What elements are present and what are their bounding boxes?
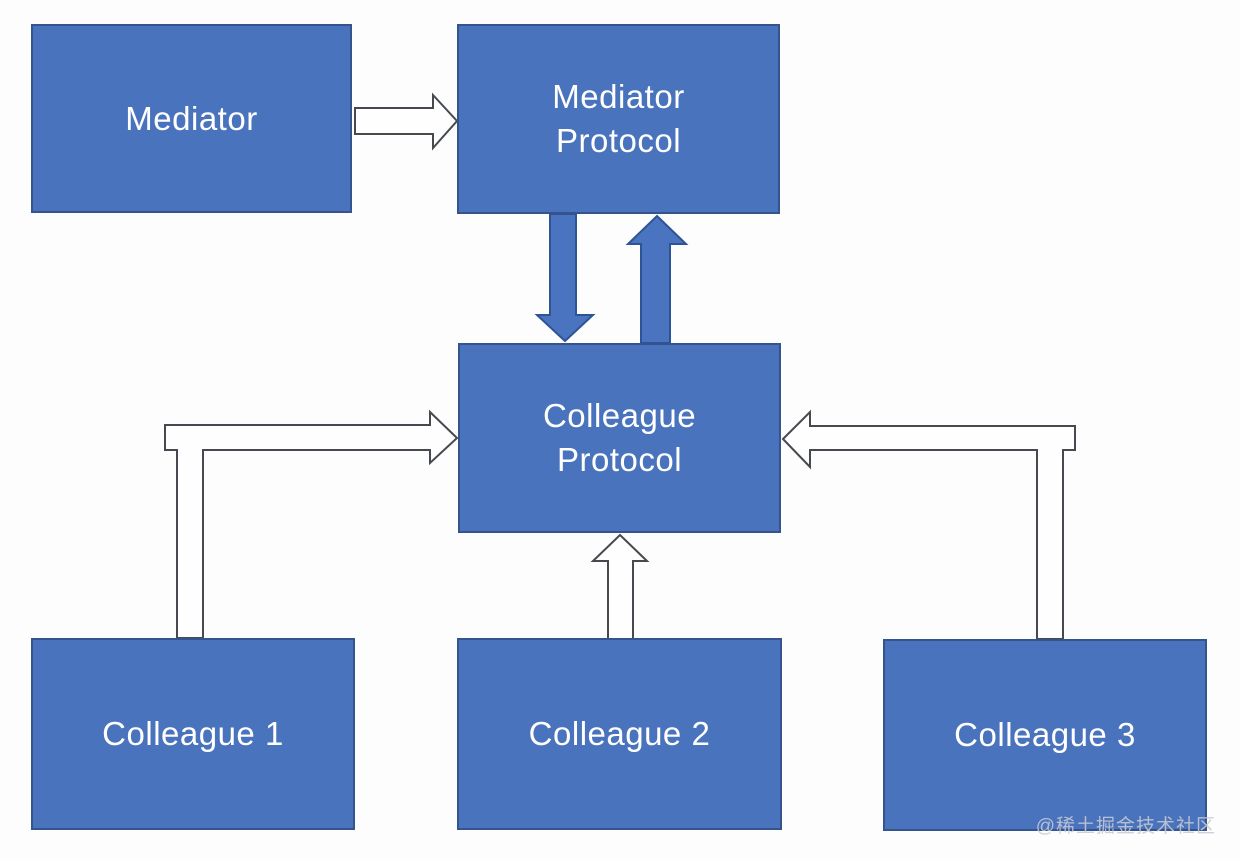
node-colleague-3: Colleague 3: [883, 639, 1207, 831]
node-colleague-2-label: Colleague 2: [528, 715, 711, 753]
node-colleague-2: Colleague 2: [457, 638, 782, 830]
node-colleague-protocol: Colleague Protocol: [458, 343, 781, 533]
arrow-colleague-protocol-to-mediator-protocol: [625, 214, 689, 344]
arrow-mediator-to-mediator-protocol: [354, 92, 459, 151]
node-colleague-3-label: Colleague 3: [954, 716, 1136, 754]
node-mediator: Mediator: [31, 24, 352, 213]
node-mediator-protocol-label: Mediator Protocol: [552, 78, 685, 159]
node-colleague-protocol-label: Colleague Protocol: [542, 397, 697, 478]
arrow-colleague-3-to-colleague-protocol: [781, 409, 1076, 640]
node-colleague-1: Colleague 1: [31, 638, 355, 830]
arrow-mediator-protocol-to-colleague-protocol: [534, 213, 596, 343]
arrow-colleague-2-to-colleague-protocol: [590, 533, 650, 641]
node-mediator-label: Mediator: [125, 99, 258, 137]
node-mediator-protocol: Mediator Protocol: [457, 24, 780, 214]
node-colleague-1-label: Colleague 1: [102, 715, 284, 753]
arrow-colleague-1-to-colleague-protocol: [164, 409, 459, 639]
